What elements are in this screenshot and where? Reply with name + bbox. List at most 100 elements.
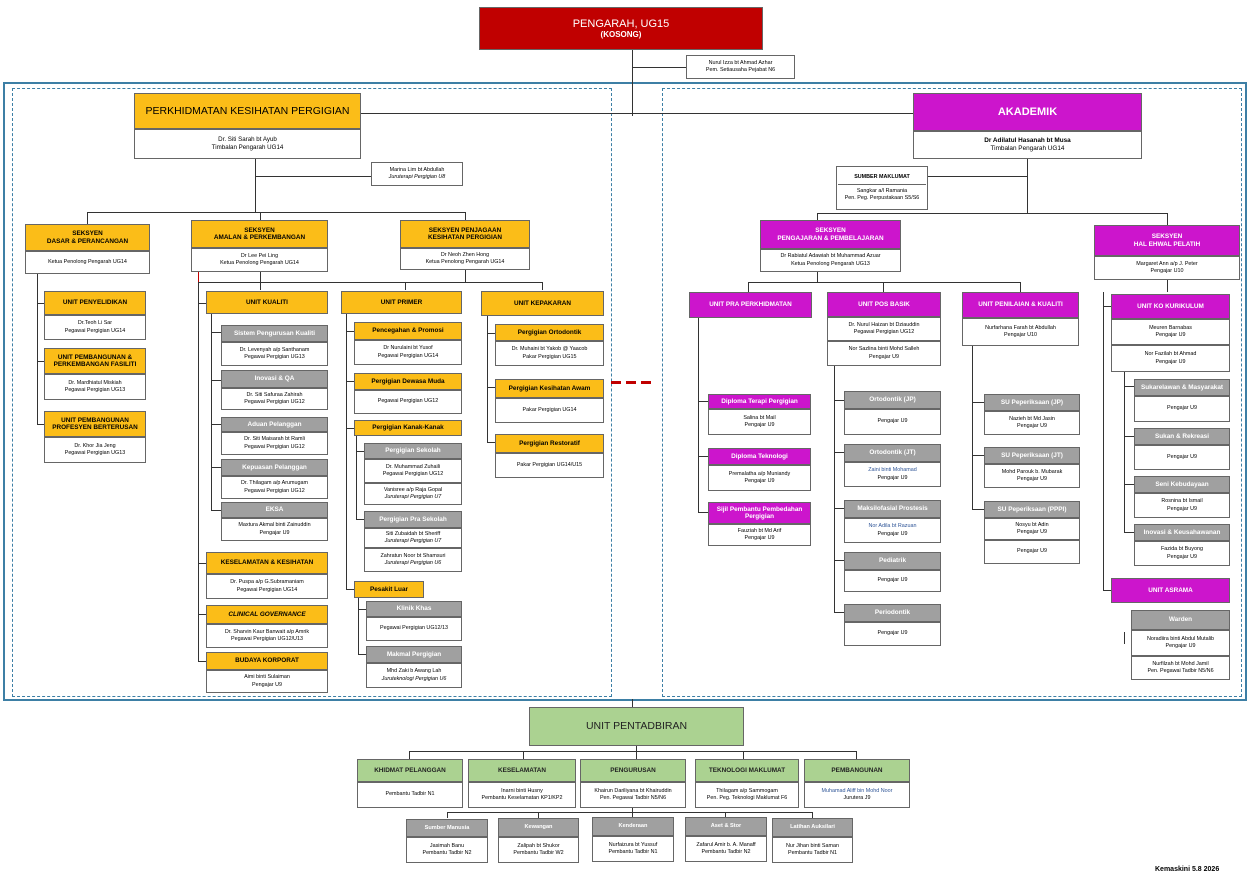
dasar-unit-0-title: UNIT PENYELIDIKAN: [62, 299, 128, 307]
makmal-name: Mhd Zaki b Awang Lah: [386, 668, 442, 675]
akademik-role: Timbalan Pengarah UG14: [990, 145, 1065, 152]
seksyen-pengajaran-role: Ketua Penolong Pengarah UG13: [791, 260, 870, 267]
klinik-header: Klinik Khas: [366, 601, 462, 617]
warden-role: Pengajar U9: [1165, 643, 1196, 649]
dasar-unit-0-header: UNIT PENYELIDIKAN: [44, 291, 146, 315]
kokurikulum-sub-3-name: Fazida bt Buyong: [1161, 546, 1203, 553]
pentadbiran-title: UNIT PENTADBIRAN: [585, 720, 688, 733]
kualiti-sub-3-header: Kepuasan Pelanggan: [221, 459, 328, 476]
prap-sub-0-name: Salina bt Mail: [743, 414, 776, 421]
kualiti-sub-2-name: Dr. Siti Maisarah bt Ramli: [244, 436, 305, 443]
kanak-title: Pergigian Kanak-Kanak: [372, 424, 444, 432]
amalan-unit-0-header: KESELAMATAN & KESIHATAN: [206, 552, 328, 574]
kokurikulum-sub-3-role: Pengajar U9: [1167, 553, 1197, 560]
dasar-unit-2-name: Dr. Khor Jia Jeng: [74, 442, 116, 449]
pencegahan-name: Dr Nurulaini bt Yusof: [383, 345, 433, 352]
posbasik-sub-0-header: Ortodontik (JP): [844, 391, 941, 409]
warden-header: Warden: [1131, 610, 1230, 630]
prap-sub-1-header: Diploma Teknologi: [708, 448, 811, 465]
seksyen-penjagaan-header: SEKSYEN PENJAGAAN KESIHATAN PERGIGIAN: [400, 220, 530, 248]
kepakaran-sub-2-info: Pakar Pergigian UG14/U15: [495, 453, 604, 478]
penilaian-sub-2-name: Nosyu bt Adin: [1015, 521, 1049, 528]
seksyen-dasar-info: Ketua Penolong Pengarah UG14: [25, 251, 150, 274]
kualiti-sub-4-header: EKSA: [221, 502, 328, 518]
prasekolah-role2: Juruterapi Pergigian U6: [384, 560, 442, 566]
pentadbiran-sub-4-title: Latihan Auksilari: [790, 824, 835, 831]
pentadbiran-sub-1-header: Kewangan: [498, 818, 579, 837]
penilaian-sub-0-header: SU Peperiksaan (JP): [984, 394, 1080, 411]
pencegahan-role: Pegawai Pergigian UG14: [377, 352, 439, 359]
pentadbiran-sub-4-header: Latihan Auksilari: [772, 818, 853, 837]
pentadbiran-unit-1-header: KESELAMATAN: [468, 759, 576, 782]
posbasik-sub-0-role: Pengajar U9: [877, 418, 908, 425]
kokurikulum-sub-2-header: Seni Kebudayaan: [1134, 476, 1230, 493]
kualiti-sub-0-header: Sistem Pengurusan Kualiti: [221, 325, 328, 342]
dasar-unit-2-role: Pegawai Pergigian UG13: [64, 450, 126, 456]
seksyen-pengajaran-t1: SEKSYEN: [815, 227, 846, 235]
kokurikulum-sub-1-title: Sukan & Rekreasi: [1155, 432, 1209, 440]
kualiti-sub-1-title: Inovasi & QA: [254, 375, 295, 383]
kualiti-sub-3-role: Pegawai Pergigian UG12: [244, 487, 305, 494]
kokurikulum-sub-0-title: Sukarelawan & Masyarakat: [1140, 383, 1224, 391]
pentadbiran-sub-0-name: Jasimah Banu: [429, 842, 465, 849]
dewasa-info: Pegawai Pergigian UG12: [354, 390, 462, 414]
amalan-unit-2-title: BUDAYA KORPORAT: [235, 657, 299, 665]
posbasik-sub-3-role: Pengajar U9: [877, 577, 908, 584]
kepakaran-sub-2-title: Pergigian Restoratif: [519, 439, 580, 447]
pentadbiran-sub-3-title: Aset & Stor: [710, 823, 742, 830]
warden-title: Warden: [1168, 616, 1193, 624]
sekolah-name2: Vanisree a/p Raja Gopal: [383, 486, 443, 493]
posbasik-role: Pegawai Pergigian UG12: [853, 329, 915, 335]
amalan-unit-2-header: BUDAYA KORPORAT: [206, 652, 328, 670]
prasekolah-role: Juruterapi Pergigian U7: [384, 538, 442, 544]
penilaian-role: Pengajar U10: [1004, 332, 1037, 338]
pentadbiran-unit-0-role: Pembantu Tadbir N1: [385, 791, 435, 798]
pengarah-box: PENGARAH, UG15 (KOSONG): [479, 7, 763, 50]
pentadbiran-unit-2-header: PENGURUSAN: [580, 759, 686, 782]
prap-sub-0-role: Pengajar U9: [744, 422, 775, 428]
posbasik-sub-2-name: Nor Adila bt Razuan: [868, 523, 917, 530]
posbasik-sub-0-info: Pengajar U9: [844, 409, 941, 435]
posbasik-sub-3-title: Pediatrik: [879, 557, 906, 565]
kualiti-sub-2-title: Aduan Pelanggan: [247, 420, 302, 428]
kokurikulum-sub-2-role: Pengajar U9: [1167, 505, 1197, 512]
seksyen-pengajaran-t2: PENGAJARAN & PEMBELAJARAN: [777, 234, 884, 242]
makmal-header: Makmal Pergigian: [366, 646, 462, 663]
dewasa-role: Pegawai Pergigian UG12: [377, 398, 439, 405]
seksyen-amalan-t2: AMALAN & PERKEMBANGAN: [213, 234, 306, 241]
seksyen-pengajaran-header: SEKSYEN PENGAJARAN & PEMBELAJARAN: [760, 220, 901, 249]
unit-penilaian-title: UNIT PENILAIAN & KUALITI: [978, 301, 1063, 309]
pentadbiran-unit-3-header: TEKNOLOGI MAKLUMAT: [695, 759, 799, 782]
kualiti-sub-3-name: Dr. Thilagam a/p Arumugam: [240, 480, 308, 487]
posbasik-sub-1-role: Pengajar U9: [877, 474, 908, 481]
pentadbiran-unit-4-header: PEMBANGUNAN: [804, 759, 910, 782]
pentadbiran-unit-2-name: Khairun Dariliyana bt Khairuddin: [594, 787, 672, 794]
kokurikulum-sub-0-role: Pengajar U9: [1167, 405, 1197, 412]
pkp-header: PERKHIDMATAN KESIHATAN PERGIGIAN: [134, 93, 361, 129]
unit-kokurikulum-header: UNIT KO KURIKULUM: [1111, 294, 1230, 319]
klinik-role: Pegawai Pergigian UG12/13: [379, 625, 449, 632]
pentadbiran-unit-1-title: KESELAMATAN: [497, 766, 547, 774]
amalan-unit-1-title: CLINICAL GOVERNANCE: [228, 610, 306, 618]
posbasik-sub-0-title: Ortodontik (JP): [869, 396, 916, 404]
seksyen-amalan-header: SEKSYEN AMALAN & PERKEMBANGAN: [191, 220, 328, 248]
seksyen-penjagaan-info: Dr Neoh Zhen Hong Ketua Penolong Pengara…: [400, 248, 530, 270]
akademik-header: AKADEMIK: [913, 93, 1142, 131]
posbasik-sub-3-header: Pediatrik: [844, 552, 941, 570]
unit-prap-header: UNIT PRA PERKHIDMATAN: [689, 292, 812, 318]
prasekolah-name: Siti Zubaidah bt Sheriff: [385, 530, 441, 537]
pentadbiran-unit-0-info: Pembantu Tadbir N1: [357, 782, 463, 808]
pentadbiran-unit-3-title: TEKNOLOGI MAKLUMAT: [708, 766, 786, 774]
